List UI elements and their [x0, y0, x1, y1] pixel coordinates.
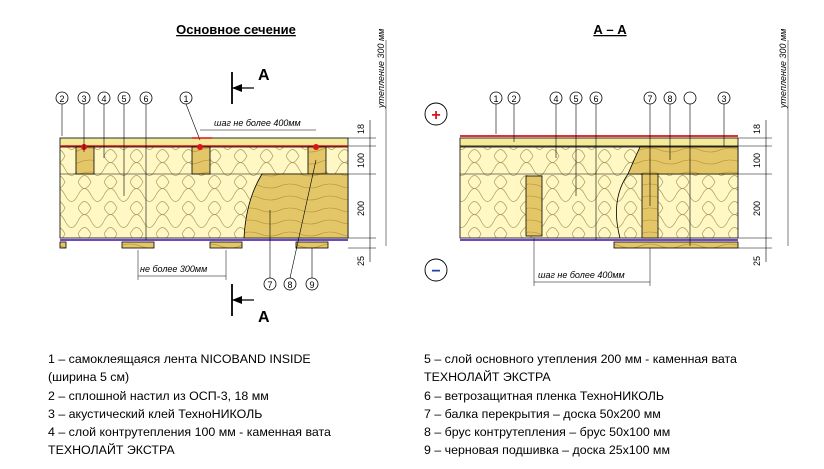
r-marker-3	[717, 91, 731, 105]
svg-text:3: 3	[721, 94, 726, 104]
counter-batten-long	[627, 146, 739, 175]
right-subfloor-board	[613, 241, 739, 249]
legend-item: 5 – слой основного утепления 200 мм - ка…	[424, 352, 737, 366]
left-bottom-markers: 7 8 9	[263, 159, 319, 291]
svg-text:2: 2	[511, 94, 516, 104]
marker-6	[139, 91, 153, 105]
legend-item: (ширина 5 см)	[48, 370, 130, 385]
svg-text:100: 100	[356, 153, 366, 168]
legend-item: 4 – слой контрутепления 100 мм - каменна…	[48, 425, 331, 440]
svg-text:18: 18	[356, 124, 366, 134]
legend-item: ТЕХНОЛАЙТ ЭКСТРА	[424, 370, 551, 385]
svg-text:+: +	[431, 107, 440, 124]
warm-side-sign	[424, 102, 448, 126]
marker-1	[179, 91, 193, 105]
osb-board	[59, 137, 349, 147]
svg-text:8: 8	[287, 280, 292, 290]
marker-7	[263, 277, 277, 291]
legend-item: 6 – ветрозащитная пленка ТехноНИКОЛЬ	[424, 388, 664, 403]
right-step-annotation: шаг не более 400мм	[538, 270, 625, 280]
right-section: А – А + − 1 2	[424, 22, 789, 286]
counter-bar-3	[307, 146, 327, 175]
cut-label-bottom: А	[258, 309, 270, 326]
svg-text:7: 7	[267, 280, 272, 290]
r-marker-2	[507, 91, 521, 105]
svg-text:1: 1	[493, 94, 498, 104]
cut-arrowhead-bottom	[232, 296, 242, 304]
svg-text:2: 2	[59, 94, 64, 104]
svg-text:6: 6	[593, 94, 598, 104]
svg-text:4: 4	[101, 94, 106, 104]
svg-text:4: 4	[553, 94, 558, 104]
svg-text:8: 8	[667, 94, 672, 104]
marker-5	[117, 91, 131, 105]
svg-text:25: 25	[356, 256, 366, 266]
legend-left: 1 – самоклеящаяся лента NICOBAND INSIDE …	[48, 350, 331, 460]
cold-side-sign	[424, 258, 448, 282]
insulation-300-label: утепление 300 мм	[376, 29, 386, 109]
left-top-markers: 2 3 4 5 6 1	[55, 91, 201, 240]
step-annotation: шаг не более 400мм	[214, 118, 301, 128]
r-marker-4	[549, 91, 563, 105]
svg-text:−: −	[431, 263, 440, 280]
legend-item: 8 – брус контрутепления – брус 50х100 мм	[424, 425, 671, 440]
left-section: Основное сечение А А	[55, 22, 387, 326]
svg-text:3: 3	[81, 94, 86, 104]
r-marker-1	[489, 91, 503, 105]
r-marker-5	[569, 91, 583, 105]
svg-text:5: 5	[121, 94, 126, 104]
marker-2	[55, 91, 69, 105]
svg-text:200: 200	[752, 201, 762, 216]
floor-beam	[243, 173, 349, 239]
right-osb-board	[459, 137, 739, 147]
cut-arrowhead-top	[232, 84, 242, 92]
legend-item: 7 – балка перекрытия – доска 50х200 мм	[424, 406, 661, 421]
svg-text:6: 6	[143, 94, 148, 104]
svg-text:1: 1	[183, 94, 188, 104]
legend-item: ТЕХНОЛАЙТ ЭКСТРА	[48, 443, 175, 458]
r-marker-8	[663, 91, 677, 105]
right-insulation-300-label: утепление 300 мм	[778, 29, 788, 109]
right-cut-line	[616, 173, 629, 239]
marker-9	[305, 277, 319, 291]
svg-text:100: 100	[752, 153, 762, 168]
left-dimensions: 18 100 200 25 утепление 300 мм	[348, 29, 387, 266]
marker-3	[77, 91, 91, 105]
svg-text:5: 5	[573, 94, 578, 104]
marker-8	[283, 277, 297, 291]
max-300-annotation: не более 300мм	[140, 264, 207, 274]
legend-item: 1 – самоклеящаяся лента NICOBAND INSIDE	[48, 352, 311, 366]
svg-text:18: 18	[752, 124, 762, 134]
legend-right: 5 – слой основного утепления 200 мм - ка…	[424, 350, 737, 460]
marker-4	[97, 91, 111, 105]
svg-text:200: 200	[356, 201, 366, 216]
right-dimensions: 18 100 200 25 утепление 300 мм	[738, 29, 789, 266]
right-top-markers: 1 2 4 5 6 7 8 3	[489, 91, 731, 246]
right-title: А – А	[593, 22, 627, 37]
subfloor-board-1	[121, 241, 155, 249]
legend-item: 2 – сплошной настил из ОСП-3, 18 мм	[48, 388, 269, 403]
r-marker-7	[643, 91, 657, 105]
tape-dot-3	[313, 144, 319, 150]
subfloor-board-2	[209, 241, 243, 249]
counter-bar-1	[75, 146, 95, 175]
svg-text:9: 9	[309, 280, 314, 290]
r-marker-6	[589, 91, 603, 105]
counter-bar-2	[191, 146, 211, 175]
legend-item: 9 – черновая подшивка – доска 25х100 мм	[424, 443, 670, 458]
right-counter-bar	[525, 175, 543, 237]
svg-text:7: 7	[647, 94, 652, 104]
r-marker-9	[683, 91, 697, 105]
subfloor-board-0	[59, 241, 67, 249]
legend-item: 3 – акустический клей ТехноНИКОЛЬ	[48, 406, 263, 421]
cut-label-top: А	[258, 67, 270, 84]
svg-text:25: 25	[752, 256, 762, 266]
tape-dot-2	[197, 144, 203, 150]
subfloor-board-3	[295, 241, 329, 249]
left-title: Основное сечение	[176, 22, 296, 37]
